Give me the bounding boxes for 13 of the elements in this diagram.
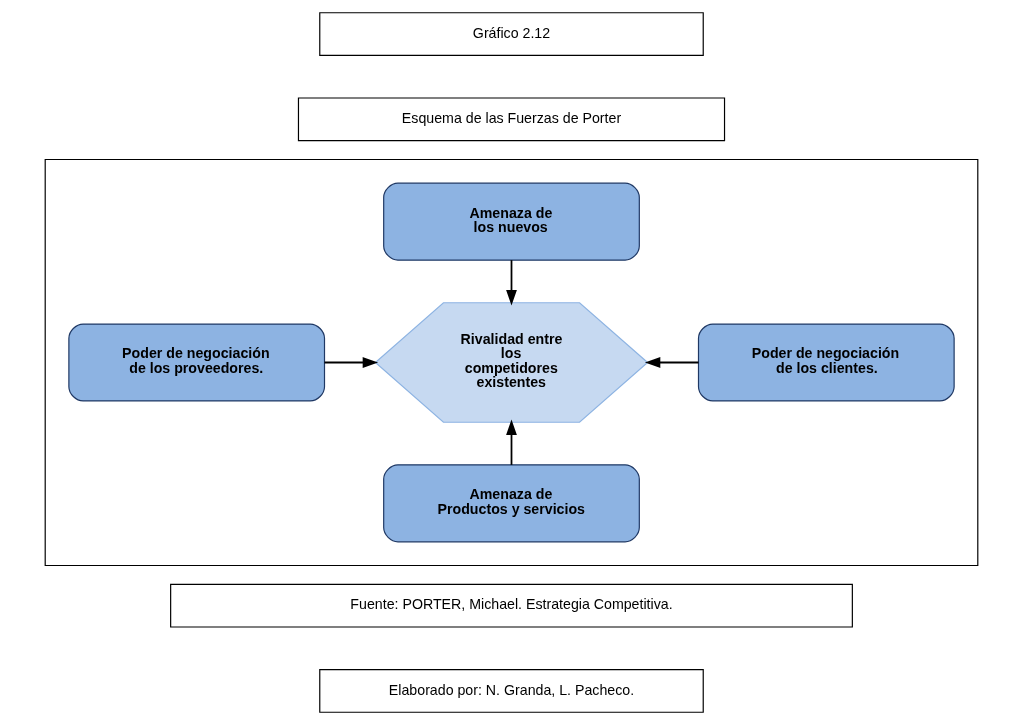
node-box: Poder de negociación de los proveedores.	[68, 323, 326, 402]
node-box: Fuente: PORTER, Michael. Estrategia Competitiva.	[170, 583, 853, 628]
node-box: Gráfico 2.12	[319, 12, 704, 56]
node-box: Elaborado por: N. Granda, L. Pacheco.	[319, 669, 704, 713]
node-box: Amenaza de Productos y servicios	[383, 464, 640, 543]
arrow	[506, 259, 517, 306]
arrow	[323, 357, 379, 368]
arrow	[644, 357, 700, 368]
node-box: Esquema de las Fuerzas de Porter	[297, 97, 726, 142]
node-box: Amenaza de los nuevos	[383, 182, 640, 261]
cluster	[44, 158, 979, 567]
arrow	[506, 419, 517, 466]
node-box: Poder de negociación de los clientes.	[697, 323, 955, 402]
